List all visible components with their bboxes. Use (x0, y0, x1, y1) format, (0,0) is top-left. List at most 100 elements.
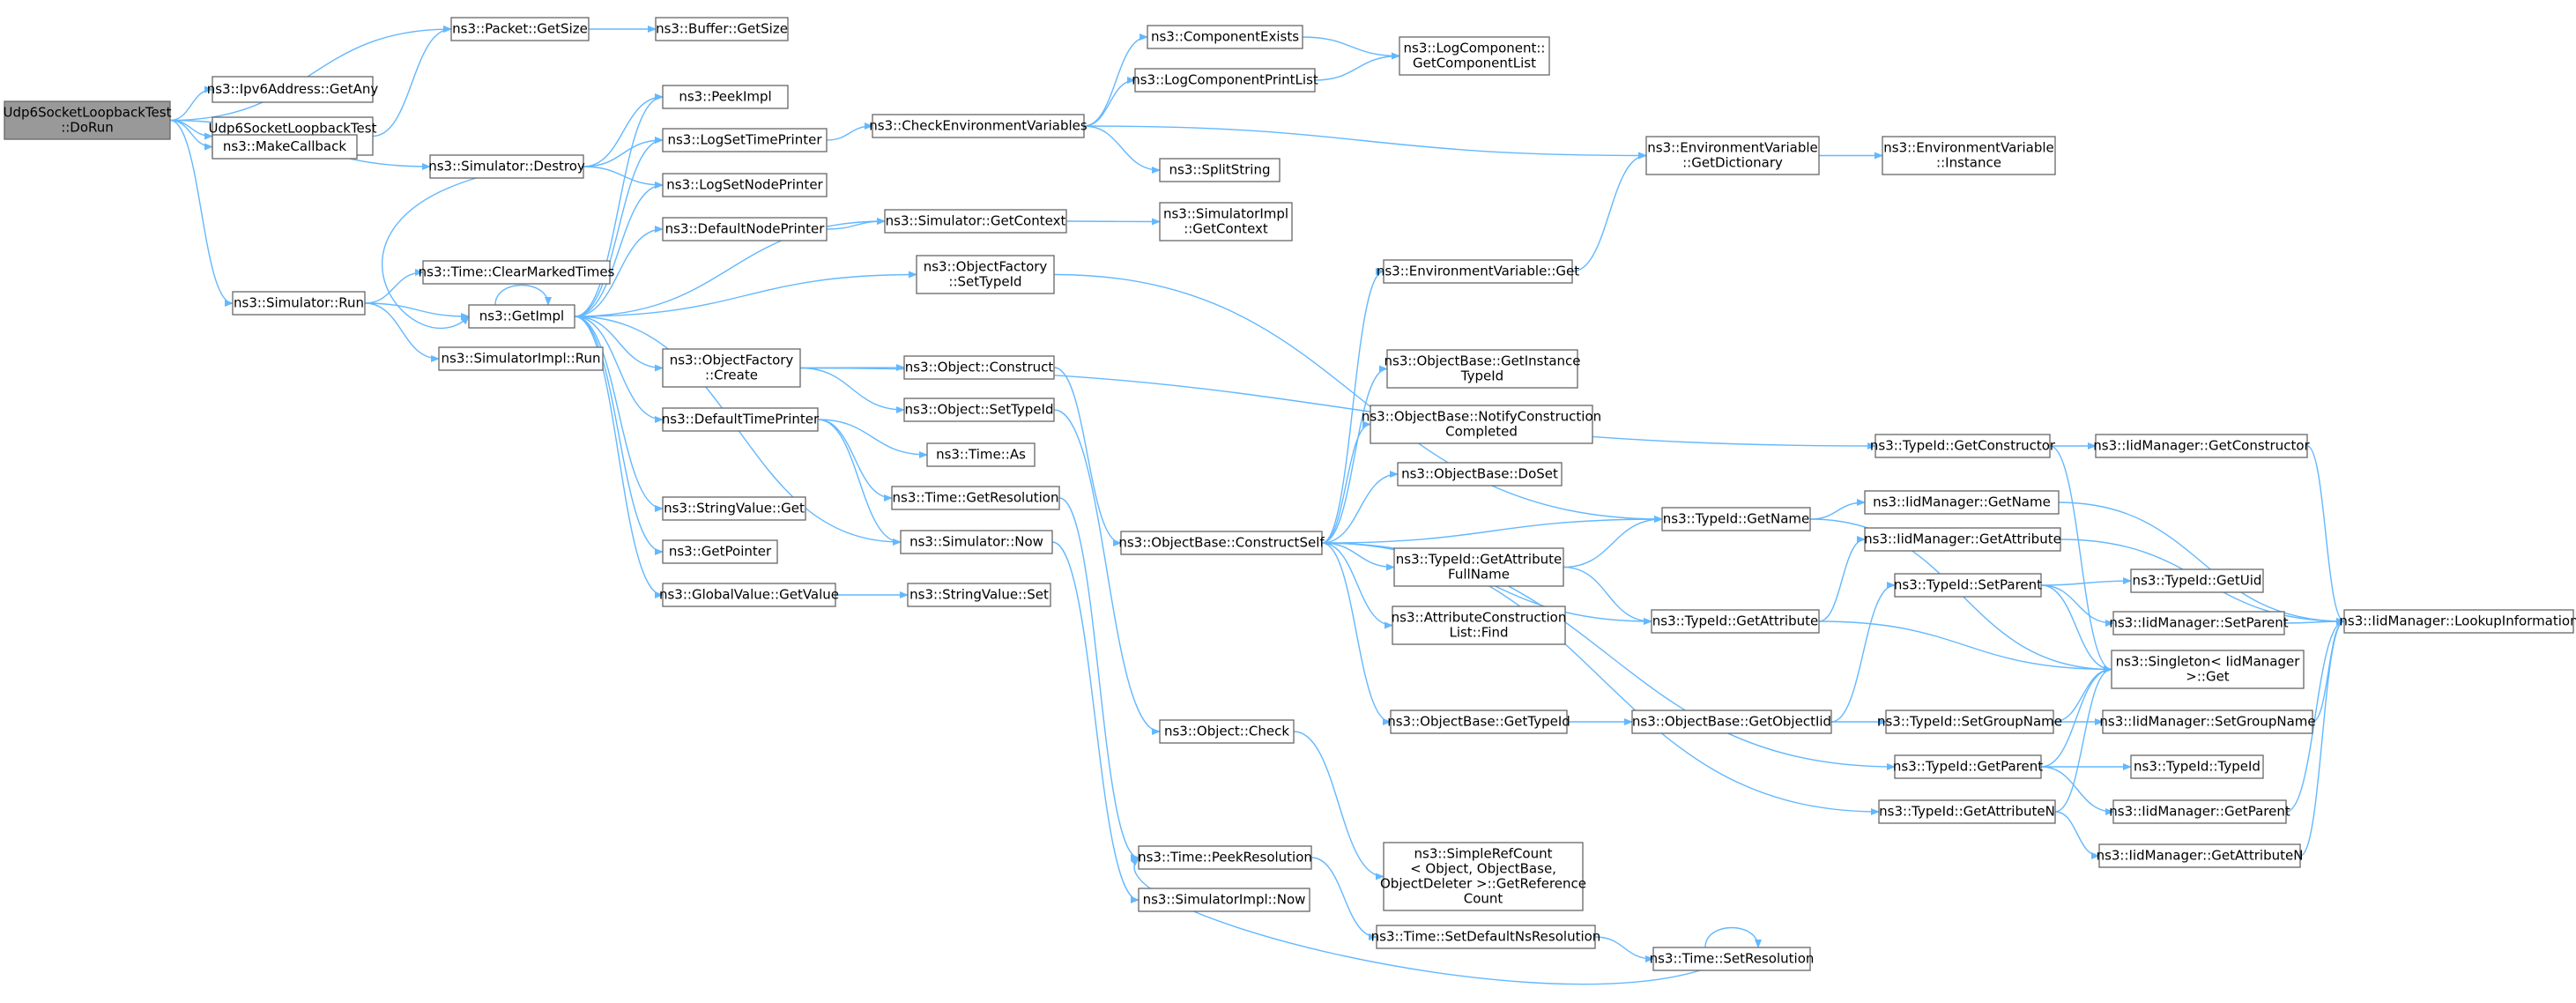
node-iidmgrsetgroupname[interactable]: ns3::IidManager::SetGroupName (2099, 710, 2316, 734)
node-logcompgetlist[interactable]: ns3::LogComponent::GetComponentList (1399, 36, 1550, 76)
node-box (1661, 507, 1811, 531)
node-stringvalueset[interactable]: ns3::StringValue::Set (907, 583, 1051, 607)
node-objbasenotifyconstruction[interactable]: ns3::ObjectBase::NotifyConstructionCompl… (1362, 405, 1601, 444)
node-typeidgetattribute[interactable]: ns3::TypeId::GetAttribute (1651, 609, 1820, 634)
node-box (1392, 606, 1566, 645)
node-defaultnodeprinter[interactable]: ns3::DefaultNodePrinter (662, 217, 828, 241)
node-getpointer[interactable]: ns3::GetPointer (662, 539, 778, 564)
node-box (2112, 799, 2287, 824)
node-label: ns3::IidManager::SetGroupName (2099, 714, 2315, 730)
call-edge (1818, 620, 2112, 673)
node-typeidgetparent[interactable]: ns3::TypeId::GetParent (1893, 754, 2043, 779)
node-objfactorysettypeid[interactable]: ns3::ObjectFactory::SetTypeId (916, 255, 1055, 294)
node-box (1651, 609, 1820, 634)
node-label: ns3::IidManager::GetAttributeN (2097, 848, 2304, 864)
call-edge (574, 271, 917, 317)
node-timeas[interactable]: ns3::Time::As (926, 442, 1036, 467)
node-makecallback[interactable]: ns3::MakeCallback (212, 134, 358, 160)
call-edge (169, 119, 234, 307)
node-typeidgetattributen[interactable]: ns3::TypeId::GetAttributeN (1878, 799, 2056, 824)
node-typeidgetuid[interactable]: ns3::TypeId::GetUid (2130, 568, 2264, 593)
node-objbasedoset[interactable]: ns3::ObjectBase::DoSet (1397, 462, 1563, 487)
node-objectconstruct[interactable]: ns3::Object::Construct (903, 355, 1055, 380)
node-label: ns3::TypeId::GetAttributeN (1879, 804, 2055, 820)
node-objbasegetobjectiid[interactable]: ns3::ObjectBase::GetObjectIid (1631, 710, 1832, 734)
node-iidmgrgetconstructor[interactable]: ns3::IidManager::GetConstructor (2093, 434, 2311, 458)
node-objectsettypeid[interactable]: ns3::Object::SetTypeId (903, 397, 1055, 422)
node-envvargetdictionary[interactable]: ns3::EnvironmentVariable::GetDictionary (1645, 136, 1820, 175)
node-box (1159, 202, 1293, 241)
node-typeidgetname[interactable]: ns3::TypeId::GetName (1661, 507, 1811, 531)
node-envvarinstance[interactable]: ns3::EnvironmentVariable::Instance (1882, 136, 2056, 175)
node-defaulttimeprinter[interactable]: ns3::DefaultTimePrinter (662, 407, 820, 432)
node-ipv6getany[interactable]: ns3::Ipv6Address::GetAny (207, 76, 379, 103)
node-timesetresolution[interactable]: ns3::Time::SetResolution (1650, 947, 1815, 971)
node-label: ns3::TypeId::SetGroupName (1877, 714, 2062, 730)
node-checkenvvars[interactable]: ns3::CheckEnvironmentVariables (869, 114, 1088, 138)
node-simnow[interactable]: ns3::Simulator::Now (900, 530, 1053, 554)
node-iidmgrgetattribute[interactable]: ns3::IidManager::GetAttribute (1864, 527, 2061, 552)
node-simdestroy[interactable]: ns3::Simulator::Destroy (428, 154, 585, 179)
node-timegetresolution[interactable]: ns3::Time::GetResolution (891, 486, 1060, 510)
node-box (2102, 710, 2313, 734)
node-peekimpl[interactable]: ns3::PeekImpl (662, 85, 789, 109)
node-typeidtypeid[interactable]: ns3::TypeId::TypeId (2130, 754, 2264, 779)
node-box (1370, 405, 1593, 444)
node-iidmgrgetattributen[interactable]: ns3::IidManager::GetAttributeN (2097, 843, 2304, 868)
node-timeclearmarked[interactable]: ns3::Time::ClearMarkedTimes (419, 260, 615, 285)
node-simimplrun[interactable]: ns3::SimulatorImpl::Run (438, 346, 604, 371)
node-dorun[interactable]: Udp6SocketLoopbackTest::DoRun (4, 100, 172, 140)
node-box (212, 76, 374, 103)
node-buffergetsize[interactable]: ns3::Buffer::GetSize (655, 17, 789, 41)
node-logcomponentprintlist[interactable]: ns3::LogComponentPrintList (1132, 68, 1318, 93)
node-label: < Object, ObjectBase, (1410, 861, 1556, 877)
node-simrun[interactable]: ns3::Simulator::Run (232, 291, 366, 316)
node-globalvaluegetvalue[interactable]: ns3::GlobalValue::GetValue (659, 583, 839, 607)
node-typeidgetconstructor[interactable]: ns3::TypeId::GetConstructor (1870, 434, 2056, 458)
node-objbaseconstructself[interactable]: ns3::ObjectBase::ConstructSelf (1118, 531, 1325, 555)
node-iidmgrgetparent[interactable]: ns3::IidManager::GetParent (2109, 799, 2290, 824)
node-timepeekresolution[interactable]: ns3::Time::PeekResolution (1138, 845, 1312, 870)
node-timesetdefaultns[interactable]: ns3::Time::SetDefaultNsResolution (1371, 925, 1601, 949)
node-box (662, 217, 828, 241)
node-splitstring[interactable]: ns3::SplitString (1159, 158, 1281, 182)
node-logsetnodeprinter[interactable]: ns3::LogSetNodePrinter (662, 173, 828, 197)
node-packetgetsize[interactable]: ns3::Packet::GetSize (450, 17, 590, 41)
node-label: ns3::LogComponent:: (1404, 41, 1546, 56)
node-iidmgrsetparent[interactable]: ns3::IidManager::SetParent (2109, 611, 2289, 635)
node-box (4, 100, 171, 140)
node-typeidsetgroupname[interactable]: ns3::TypeId::SetGroupName (1877, 710, 2062, 734)
node-objbasegettypeid[interactable]: ns3::ObjectBase::GetTypeId (1387, 710, 1570, 734)
node-iidmgrlookupinfo[interactable]: ns3::IidManager::LookupInformation (2339, 609, 2576, 634)
node-iidmgrgetname[interactable]: ns3::IidManager::GetName (1864, 490, 2060, 515)
node-label: Count (1464, 891, 1503, 907)
node-label: ns3::EnvironmentVariable (1647, 140, 1817, 156)
node-simimplgetcontext[interactable]: ns3::SimulatorImpl::GetContext (1159, 202, 1293, 241)
node-box (1147, 25, 1303, 49)
node-label: ns3::Object::Check (1164, 724, 1289, 739)
node-getimpl[interactable]: ns3::GetImpl (468, 304, 575, 329)
node-singletonget[interactable]: ns3::Singleton< IidManager>::Get (2111, 650, 2305, 689)
node-objectcheck[interactable]: ns3::Object::Check (1159, 719, 1295, 744)
node-typeidsetparent[interactable]: ns3::TypeId::SetParent (1894, 573, 2042, 598)
call-edge (2049, 445, 2112, 673)
call-edge (574, 316, 664, 512)
node-objfactorycreate[interactable]: ns3::ObjectFactory::Create (662, 348, 801, 388)
node-label: ns3::Time::GetResolution (893, 490, 1059, 506)
call-edge (372, 26, 452, 137)
node-simplerefcount[interactable]: ns3::SimpleRefCount< Object, ObjectBase,… (1380, 842, 1586, 911)
node-simimplnow[interactable]: ns3::SimulatorImpl::Now (1138, 888, 1310, 912)
node-stringvalueget[interactable]: ns3::StringValue::Get (662, 496, 806, 521)
node-componentexists[interactable]: ns3::ComponentExists (1147, 25, 1303, 49)
node-label: ns3::Singleton< IidManager (2116, 654, 2301, 670)
node-label: ns3::ObjectFactory (924, 259, 1048, 275)
node-logsettimeprinter[interactable]: ns3::LogSetTimePrinter (662, 128, 828, 152)
call-edge (169, 85, 213, 122)
node-simgetcontext[interactable]: ns3::Simulator::GetContext (884, 209, 1067, 234)
node-envvarget[interactable]: ns3::EnvironmentVariable::Get (1377, 259, 1579, 284)
node-box (2130, 568, 2264, 593)
call-edge (364, 302, 470, 320)
